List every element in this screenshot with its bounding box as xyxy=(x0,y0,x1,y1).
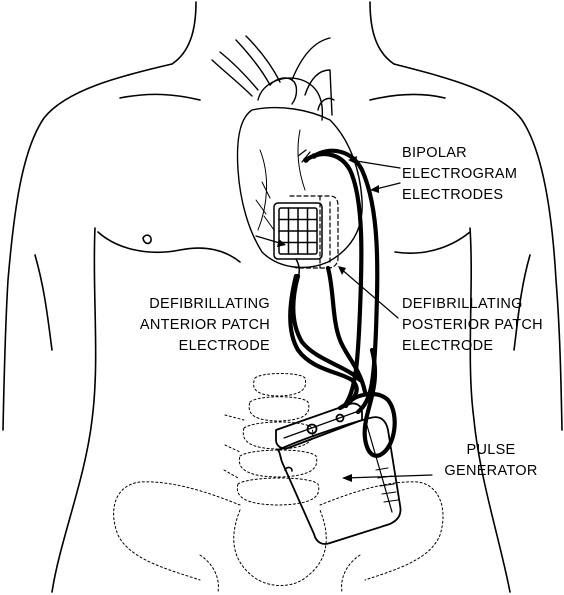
label-line: PULSE xyxy=(432,440,550,461)
pulse-generator xyxy=(276,403,401,544)
posterior-patch-electrode xyxy=(290,196,338,268)
label-line: POSTERIOR PATCH xyxy=(402,315,543,336)
label-line: ELECTRODE xyxy=(402,336,543,357)
label-line: DEFIBRILLATING xyxy=(402,294,543,315)
pulse-generator-label: PULSE GENERATOR xyxy=(432,440,550,482)
anterior-patch-label: DEFIBRILLATING ANTERIOR PATCH ELECTRODE xyxy=(140,294,270,357)
posterior-patch-label: DEFIBRILLATING POSTERIOR PATCH ELECTRODE xyxy=(402,294,543,357)
label-line: GENERATOR xyxy=(432,461,550,482)
label-line: DEFIBRILLATING xyxy=(140,294,270,315)
label-line: BIPOLAR xyxy=(402,143,517,164)
label-line: ELECTROGRAM xyxy=(402,164,517,185)
label-line: ANTERIOR PATCH xyxy=(140,315,270,336)
label-line: ELECTRODE xyxy=(140,336,270,357)
bipolar-electrogram-label: BIPOLAR ELECTROGRAM ELECTRODES xyxy=(402,143,517,206)
label-line: ELECTRODES xyxy=(402,185,517,206)
